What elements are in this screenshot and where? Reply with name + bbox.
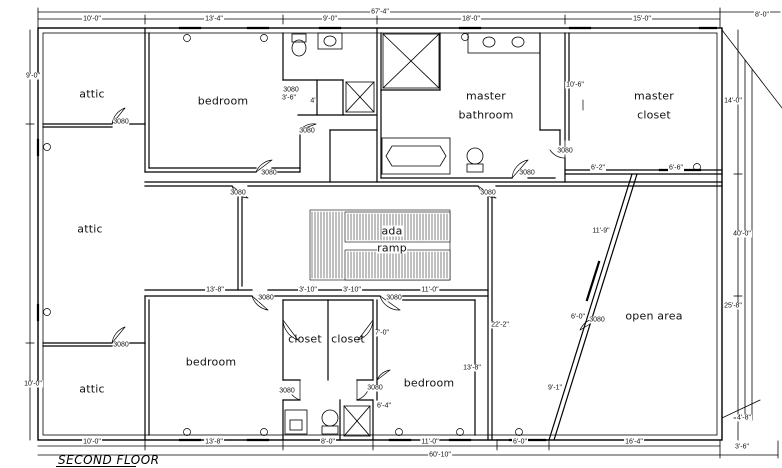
door-tag-attic-bottom: 3080 [113, 341, 129, 349]
door-tag-bath-bottom-right: 3080 [367, 384, 383, 392]
showers [343, 33, 440, 437]
room-label-bedroom-bottom-right: bedroom [403, 376, 455, 390]
door-tag-bath-bottom-left: 3080 [279, 387, 295, 395]
dim-overall-top: 67'-4" [370, 8, 390, 16]
door-tag-master-closet: 3080 [557, 147, 573, 155]
dim-stair-width: 22'-2" [490, 321, 510, 329]
drawing-title-underline [56, 466, 136, 467]
dim-closet-b: 6'-6" [668, 164, 684, 172]
door-tag-corridor-right: 3080 [480, 189, 496, 197]
room-label-closet-left: closet [288, 332, 322, 346]
door-tag-open-area: 3080 [589, 316, 605, 324]
dim-left-2: 10'-0" [23, 380, 43, 388]
drawing-title: SECOND FLOOR [58, 453, 160, 467]
dim-bath-small-height: 3'-6" [281, 94, 297, 102]
dim-bottom-2: 13'-8" [204, 438, 224, 446]
door-tag-bedroom-bottom-left: 3080 [258, 294, 274, 302]
dim-corridor-b: 3'-10" [298, 286, 318, 294]
dim-bottom-3: 8'-0" [320, 438, 336, 446]
door-tag-bedroom-top: 3080 [261, 169, 277, 177]
dim-open-a: 11'-9" [591, 227, 611, 235]
dim-top-2: 13'-4" [204, 15, 224, 23]
dim-closet-a: 6'-2" [590, 164, 606, 172]
bathtub [381, 137, 451, 175]
label-ada-ramp-line1: ada [381, 224, 403, 238]
dim-master-closet-height: 10'-6" [565, 81, 585, 89]
outlets [43, 33, 701, 436]
room-label-open-area: open area [625, 309, 683, 323]
vanities [284, 32, 541, 435]
dim-left-1: 9'-0" [25, 72, 41, 80]
room-label-closet-right: closet [331, 332, 365, 346]
dim-overall-bottom: 60'-10" [428, 451, 452, 459]
room-label-attic-middle: attic [77, 222, 103, 236]
dim-top-6: 8'-0" [754, 11, 770, 19]
door-tag-master-bath: 3080 [519, 169, 535, 177]
door-tag-hall-closet: 3080 [299, 127, 315, 135]
dim-top-1: 10'-0" [82, 15, 102, 23]
interior-walls [42, 27, 723, 441]
dim-corridor-c: 3'-10" [342, 286, 362, 294]
dim-right-4: 4'-8" [736, 414, 752, 422]
dim-bottom-4: 11'-0" [420, 438, 440, 446]
dim-bath-bottom-height: 6'-4" [376, 402, 392, 410]
dim-corridor-a: 13'-8" [205, 286, 225, 294]
label-ada-ramp-line2: ramp [377, 241, 407, 255]
room-label-master-bath-line1: master [466, 89, 506, 103]
room-label-attic-bottom: attic [79, 382, 105, 396]
bottom-dimension-lines [37, 440, 779, 459]
dim-closet-depth: 7'-0" [374, 329, 390, 337]
dim-top-4: 18'-0" [461, 15, 481, 23]
dim-right-1: 14'-0" [723, 97, 743, 105]
room-label-bedroom-bottom-left: bedroom [185, 355, 237, 369]
room-label-bedroom-top: bedroom [197, 94, 249, 108]
dim-open-c: 9'-1" [547, 384, 563, 392]
room-label-master-closet-line2: closet [637, 108, 671, 122]
right-dimension-lines [721, 29, 782, 441]
room-label-attic-top: attic [79, 87, 105, 101]
door-tag-bedroom-bottom-right: 3080 [386, 294, 402, 302]
dim-top-5: 15'-0" [632, 15, 652, 23]
dim-bottom-7: 3'-6" [734, 443, 750, 451]
dim-bath-small-width: 4' [309, 97, 317, 105]
dim-open-b: 6'-0" [570, 313, 586, 321]
dim-bed-right-height: 13'-8" [462, 364, 482, 372]
exterior-walls [37, 27, 723, 441]
dim-right-3: 25'-8" [723, 302, 743, 310]
door-tag-bath-small: 3080 [283, 86, 299, 94]
dim-bottom-1: 10'-0" [82, 438, 102, 446]
dim-top-3: 9'-0" [322, 15, 338, 23]
left-dimension-lines [25, 29, 35, 441]
door-tag-attic-top: 3080 [113, 118, 129, 126]
dim-bottom-6: 16'-4" [624, 438, 644, 446]
top-dimension-lines [37, 7, 781, 29]
toilets [291, 33, 484, 435]
dim-corridor-d: 11'-0" [420, 286, 440, 294]
room-label-master-bath-line2: bathroom [458, 108, 514, 122]
dim-bottom-5: 6'-0" [512, 438, 528, 446]
door-tag-corridor-left: 3080 [230, 189, 246, 197]
dim-right-2: 40'-0" [732, 230, 752, 238]
room-label-master-closet-line1: master [634, 89, 674, 103]
